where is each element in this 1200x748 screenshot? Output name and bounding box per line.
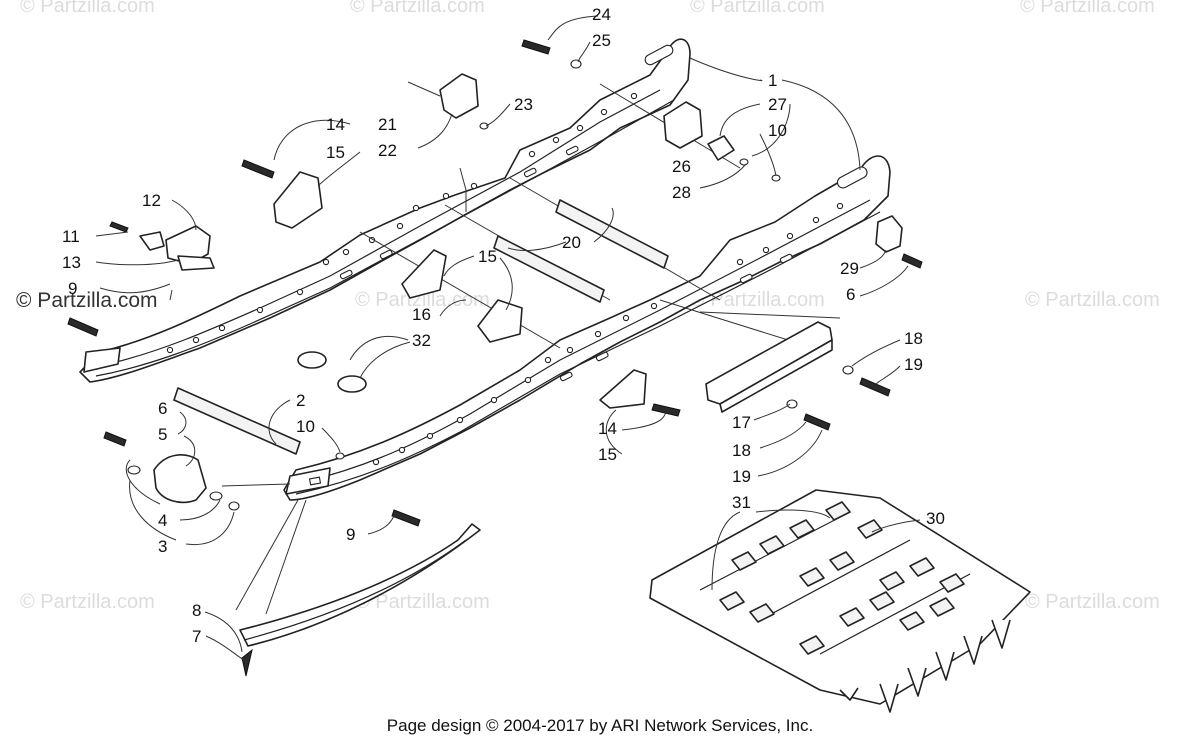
callout-label: 15 [598, 445, 617, 464]
callout-label: 12 [142, 191, 161, 210]
watermark: © Partzilla.com [355, 289, 490, 311]
callout-label: 8 [192, 601, 201, 620]
callout-label: 13 [62, 253, 81, 272]
rail-hole-row [372, 202, 844, 466]
brackets [273, 171, 647, 409]
callout-label: 9 [346, 525, 355, 544]
front-slide-rail [283, 155, 891, 501]
watermark: © Partzilla.com [1025, 591, 1160, 613]
spring-blocks [439, 73, 903, 253]
cross-shafts [359, 83, 841, 351]
callout-label: 17 [732, 413, 751, 432]
callout-label: 18 [732, 441, 751, 460]
watermark-primary: © Partzilla.com [16, 289, 158, 312]
callout-label: 5 [158, 425, 167, 444]
watermark-layer: © Partzilla.com © Partzilla.com © Partzi… [16, 0, 1160, 613]
callout-label: 7 [192, 627, 201, 646]
callout-label: 23 [514, 95, 533, 114]
rear-slide-rail [79, 38, 691, 383]
callout-label: 31 [732, 493, 751, 512]
callout-label: 28 [672, 183, 691, 202]
cross-shaft [555, 199, 669, 269]
callout-label: 16 [412, 305, 431, 324]
track-lugs [719, 501, 965, 655]
leader-lines [95, 15, 921, 661]
shaft-2 [173, 387, 301, 455]
watermark: © Partzilla.com [1025, 289, 1160, 311]
copyright-footer: Page design © 2004-2017 by ARI Network S… [386, 716, 814, 735]
callout-label: 30 [926, 509, 945, 528]
callout-label: 6 [158, 399, 167, 418]
callout-label: 27 [768, 95, 787, 114]
watermark: © Partzilla.com [690, 0, 825, 17]
callout-label: 19 [904, 355, 923, 374]
watermark: © Partzilla.com [20, 591, 155, 613]
callout-label: 1 [768, 71, 777, 90]
watermark: © Partzilla.com [355, 591, 490, 613]
track-teeth [839, 619, 1011, 713]
callout-label: 6 [846, 285, 855, 304]
watermark: © Partzilla.com [690, 289, 825, 311]
cross-shaft [493, 235, 605, 303]
callout-label: 22 [378, 141, 397, 160]
callout-label: 19 [732, 467, 751, 486]
callout-label: 18 [904, 329, 923, 348]
callout-label: 26 [672, 157, 691, 176]
callout-label: 25 [592, 31, 611, 50]
watermark: © Partzilla.com [350, 0, 485, 17]
callout-label: 4 [158, 511, 167, 530]
callout-label: 15 [478, 247, 497, 266]
bumper-5 [153, 454, 207, 504]
watermark: © Partzilla.com [20, 0, 155, 17]
callout-label: 11 [62, 227, 80, 246]
fasteners [67, 39, 923, 677]
slide-runner [239, 523, 481, 647]
rail-hole-row [166, 92, 638, 354]
callout-label: 21 [378, 115, 397, 134]
track-section [649, 489, 1031, 713]
callout-label: 2 [296, 391, 305, 410]
callout-label: 15 [326, 143, 345, 162]
callout-label: 29 [840, 259, 859, 278]
watermark: © Partzilla.com [1020, 0, 1155, 17]
callout-label: 24 [592, 5, 611, 24]
callout-label: 20 [562, 233, 581, 252]
callout-label: 9 [68, 279, 77, 298]
callout-label: 10 [768, 121, 787, 140]
callout-label: 3 [158, 537, 167, 556]
clamps [297, 351, 367, 393]
callout-label: 14 [326, 115, 345, 134]
callout-labels: 24 25 1 27 10 26 28 23 21 22 14 15 12 11… [62, 5, 945, 646]
callout-label: 10 [296, 417, 315, 436]
wear-slide-block [705, 321, 833, 413]
callout-label: 14 [598, 419, 617, 438]
latch-assembly [139, 225, 215, 271]
callout-label: 32 [412, 331, 431, 350]
